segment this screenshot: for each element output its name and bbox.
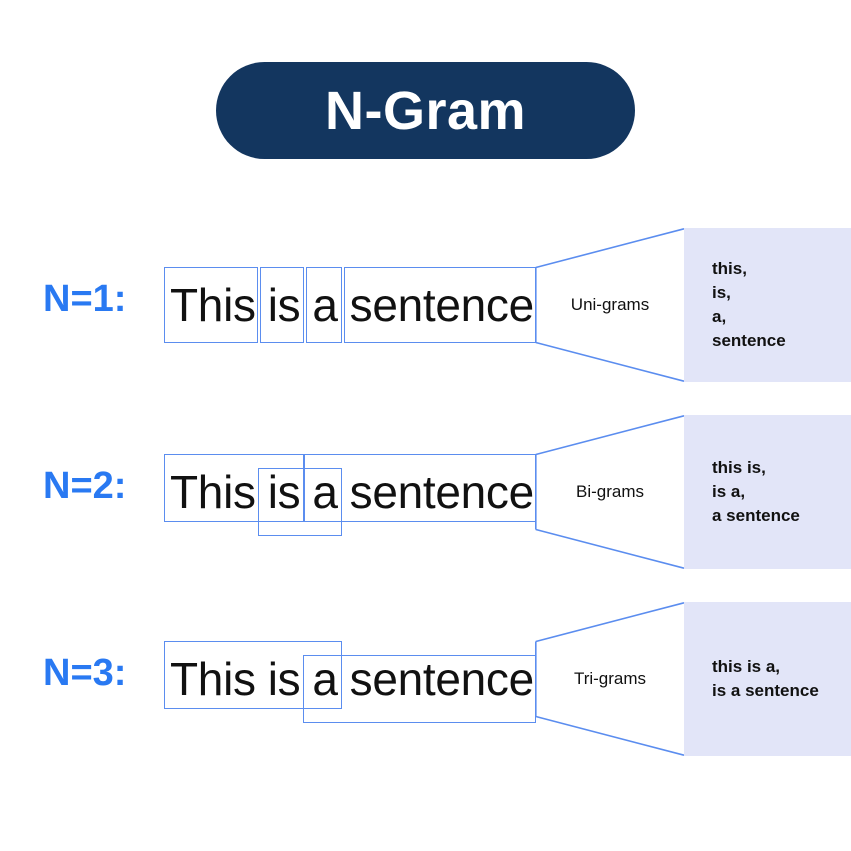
output-item: this, bbox=[712, 259, 747, 278]
funnel-shape-icon bbox=[535, 415, 685, 569]
output-item: a sentence bbox=[712, 506, 800, 525]
gram-box-this-is bbox=[164, 454, 304, 522]
row-label-n2: N=2: bbox=[43, 465, 127, 507]
row-label-n1: N=1: bbox=[43, 278, 127, 320]
gram-type-label-unigram: Uni-grams bbox=[570, 295, 650, 314]
word-sentence: sentence bbox=[349, 653, 535, 705]
funnel-unigram: Uni-grams bbox=[535, 228, 685, 382]
output-item: sentence bbox=[712, 331, 786, 350]
gram-box-is bbox=[260, 267, 304, 343]
gram-box-this-is-a bbox=[164, 641, 342, 709]
output-item: this is a, bbox=[712, 657, 781, 676]
word-sentence: sentence bbox=[349, 279, 535, 331]
output-panel-trigram: this is a, is a sentence bbox=[684, 602, 851, 756]
gram-box-a bbox=[306, 267, 342, 343]
output-panel-unigram: this, is, a, sentence bbox=[684, 228, 851, 382]
word-is: is bbox=[267, 653, 301, 705]
word-sentence: sentence bbox=[349, 466, 535, 518]
funnel-trigram: Tri-grams bbox=[535, 602, 685, 756]
word-a: a bbox=[312, 466, 338, 518]
output-panel-bigram: this is, is a, a sentence bbox=[684, 415, 851, 569]
word-this: This bbox=[170, 279, 256, 331]
word-is: is bbox=[267, 466, 301, 518]
word-a: a bbox=[312, 653, 338, 705]
gram-box-this bbox=[164, 267, 258, 343]
output-item: is, bbox=[712, 283, 731, 302]
output-item: is a, bbox=[712, 482, 746, 501]
gram-box-is-a bbox=[258, 468, 342, 536]
output-item: this is, bbox=[712, 458, 766, 477]
word-is: is bbox=[267, 279, 301, 331]
funnel-shape-icon bbox=[535, 228, 685, 382]
output-item: is a sentence bbox=[712, 681, 819, 700]
word-this: This bbox=[170, 466, 256, 518]
row-label-n3: N=3: bbox=[43, 652, 127, 694]
gram-type-label-trigram: Tri-grams bbox=[573, 669, 647, 688]
funnel-shape-icon bbox=[535, 602, 685, 756]
output-item: a, bbox=[712, 307, 727, 326]
gram-type-label-bigram: Bi-grams bbox=[575, 482, 644, 501]
word-this: This bbox=[170, 653, 256, 705]
gram-box-sentence bbox=[344, 267, 536, 343]
gram-box-is-a-sentence bbox=[303, 655, 536, 723]
word-a: a bbox=[312, 279, 338, 331]
page-title: N-Gram bbox=[324, 80, 527, 141]
funnel-bigram: Bi-grams bbox=[535, 415, 685, 569]
title-pill: N-Gram bbox=[216, 62, 635, 159]
gram-box-a-sentence bbox=[304, 454, 536, 522]
